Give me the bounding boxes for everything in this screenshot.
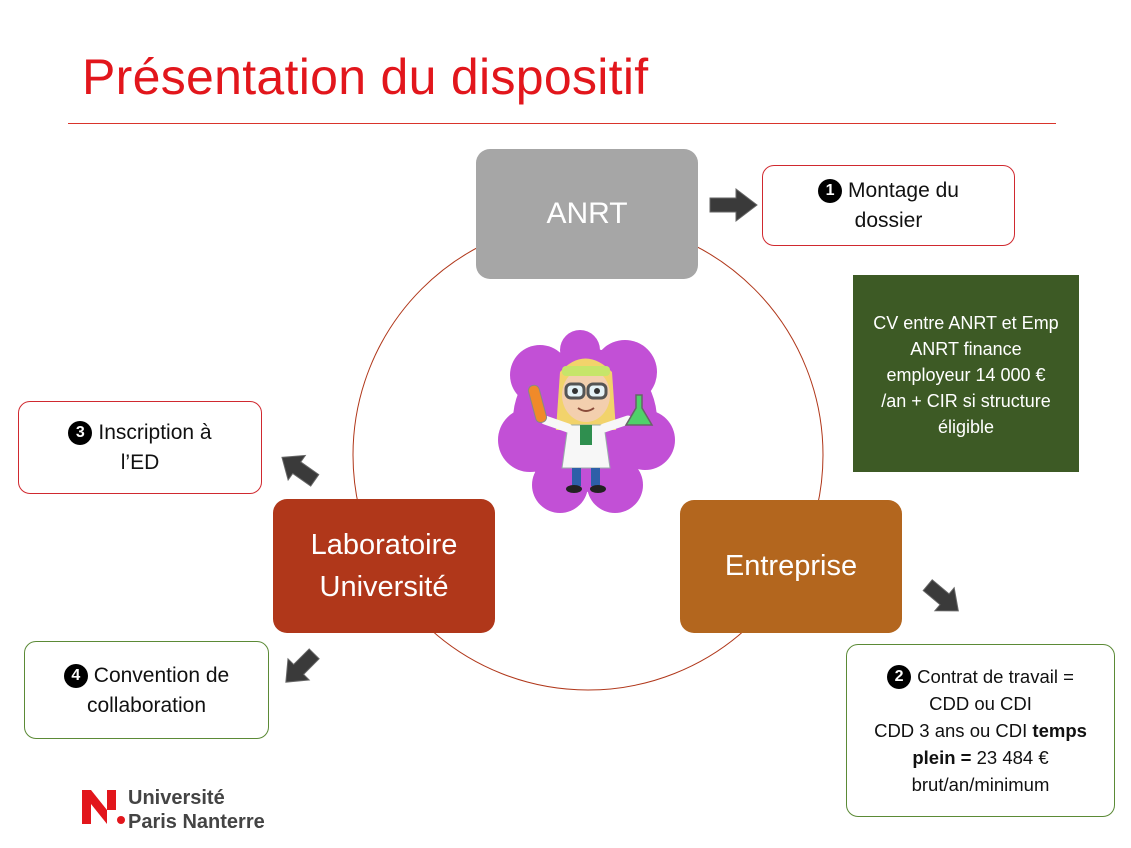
step2-line5: brut/an/minimum [911,774,1050,795]
logo-line1: Université [128,787,225,809]
node-anrt-label: ANRT [546,197,628,230]
step3-number: 3 [68,421,93,445]
info-line3: employeur 14 000 € [886,365,1046,385]
step2-number: 2 [887,665,912,689]
info-line2: ANRT finance [910,339,1022,359]
node-laboratoire-universite: Laboratoire Université [273,499,495,633]
funding-info-box: CV entre ANRT et Emp ANRT finance employ… [853,275,1079,472]
step2-line2: CDD ou CDI [929,693,1032,714]
step2-line3b: temps [1032,720,1087,741]
step1-line2: dossier [854,209,923,232]
arrow-ent-to-step2 [922,579,959,612]
scientist-illustration [498,330,675,513]
step4-line1: Convention de [93,664,230,687]
arrow-lab-to-step3 [281,454,320,487]
logo-line2: Paris Nanterre [128,811,265,833]
node-entreprise-label: Entreprise [724,550,858,582]
step4-line2: collaboration [86,694,207,717]
arrow-anrt-to-step1 [709,187,758,223]
step2-line1: Contrat de travail = [917,666,1074,687]
node-anrt: ANRT [476,149,698,279]
step4-number: 4 [63,664,88,688]
info-line1: CV entre ANRT et Emp [873,313,1059,333]
info-line5: éligible [937,417,995,437]
node-lab-line2: Université [319,571,449,603]
info-line4: /an + CIR si structure [881,391,1051,411]
step2-line3a: CDD 3 ans ou CDI [874,720,1033,741]
step3-line1: Inscription à [98,421,212,444]
arrow-lab-to-step4 [285,648,320,683]
step3-line2: l’ED [120,451,160,474]
step2-line4a: plein = [912,747,972,768]
title-divider [68,123,1056,124]
node-entreprise: Entreprise [680,500,902,633]
logo-text: Université Paris Nanterre [128,786,265,834]
university-logo [82,790,125,824]
node-lab-line1: Laboratoire [310,529,458,561]
page-title: Présentation du dispositif [82,49,649,105]
step1-line1: Montage du [848,179,959,202]
step1-number: 1 [818,179,843,203]
step2-line4b: 23 484 € [971,747,1049,768]
